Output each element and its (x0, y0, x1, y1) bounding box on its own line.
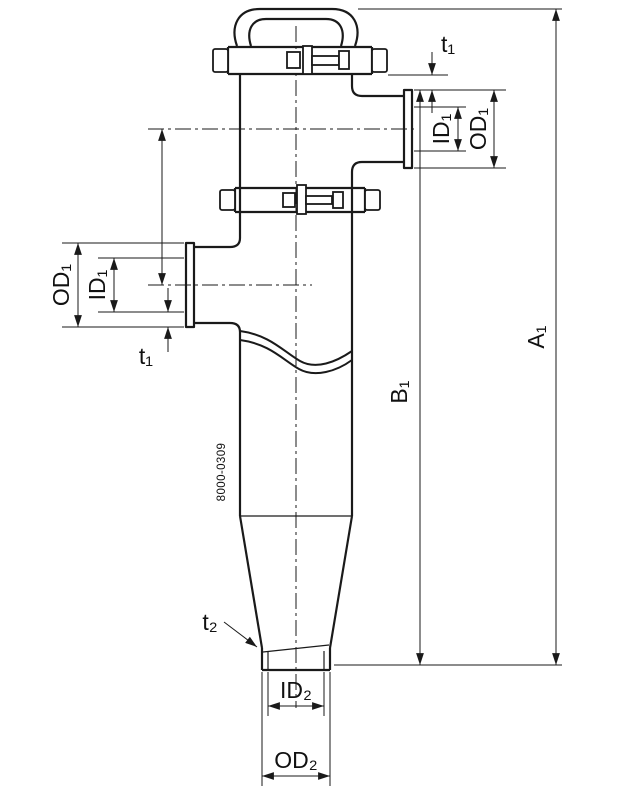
internal-weir-curve (239, 330, 353, 375)
label-od2: OD₂ (274, 747, 317, 773)
cone-inner-edge (262, 644, 330, 653)
cone-section (238, 515, 354, 672)
clamp-lug-left (219, 189, 236, 211)
label-t2: t₂ (202, 609, 217, 635)
middle-clamp (219, 184, 381, 215)
top-clamp (212, 45, 388, 76)
label-id1-right: ID₁ (428, 113, 454, 144)
label-t1-left: t₁ (139, 343, 153, 369)
clamp-bolt-block (282, 192, 296, 208)
part-number: 8000-0309 (216, 443, 228, 502)
right-port (350, 85, 414, 173)
left-ferrule (184, 241, 196, 329)
label-id2: ID₂ (280, 677, 312, 703)
dimension-lines (74, 9, 560, 780)
extension-lines (62, 8, 562, 786)
clamp-bolt (311, 55, 340, 66)
dimension-labels: t₁ ID₁ OD₁ A₁ B₁ OD₁ ID₁ t₁ t₂ ID₂ OD₂ 8… (48, 31, 549, 773)
label-id1-left: ID₁ (84, 269, 110, 300)
vessel-body (238, 74, 354, 516)
handle (233, 7, 359, 47)
clamp-nut (338, 50, 350, 70)
clamp-lug-right (371, 48, 388, 73)
left-port (184, 237, 242, 333)
clamp-lug-left (212, 48, 229, 73)
label-od1-right: OD₁ (465, 108, 491, 151)
dim-t2-leader (223, 621, 258, 648)
label-b1: B₁ (386, 380, 412, 403)
clamp-bolt-pin (302, 45, 313, 75)
label-t1-top: t₁ (441, 31, 455, 57)
right-ferrule (402, 88, 414, 170)
clamp-nut (332, 191, 344, 209)
label-a1: A₁ (523, 325, 549, 348)
clamp-lug-right (364, 189, 381, 211)
clamp-bolt-pin (296, 184, 307, 215)
clamp-bolt (305, 195, 333, 205)
clamp-bolt-block (286, 51, 301, 69)
vessel-outline (184, 7, 414, 672)
label-od1-left: OD₁ (48, 264, 74, 307)
centerlines (148, 26, 414, 708)
